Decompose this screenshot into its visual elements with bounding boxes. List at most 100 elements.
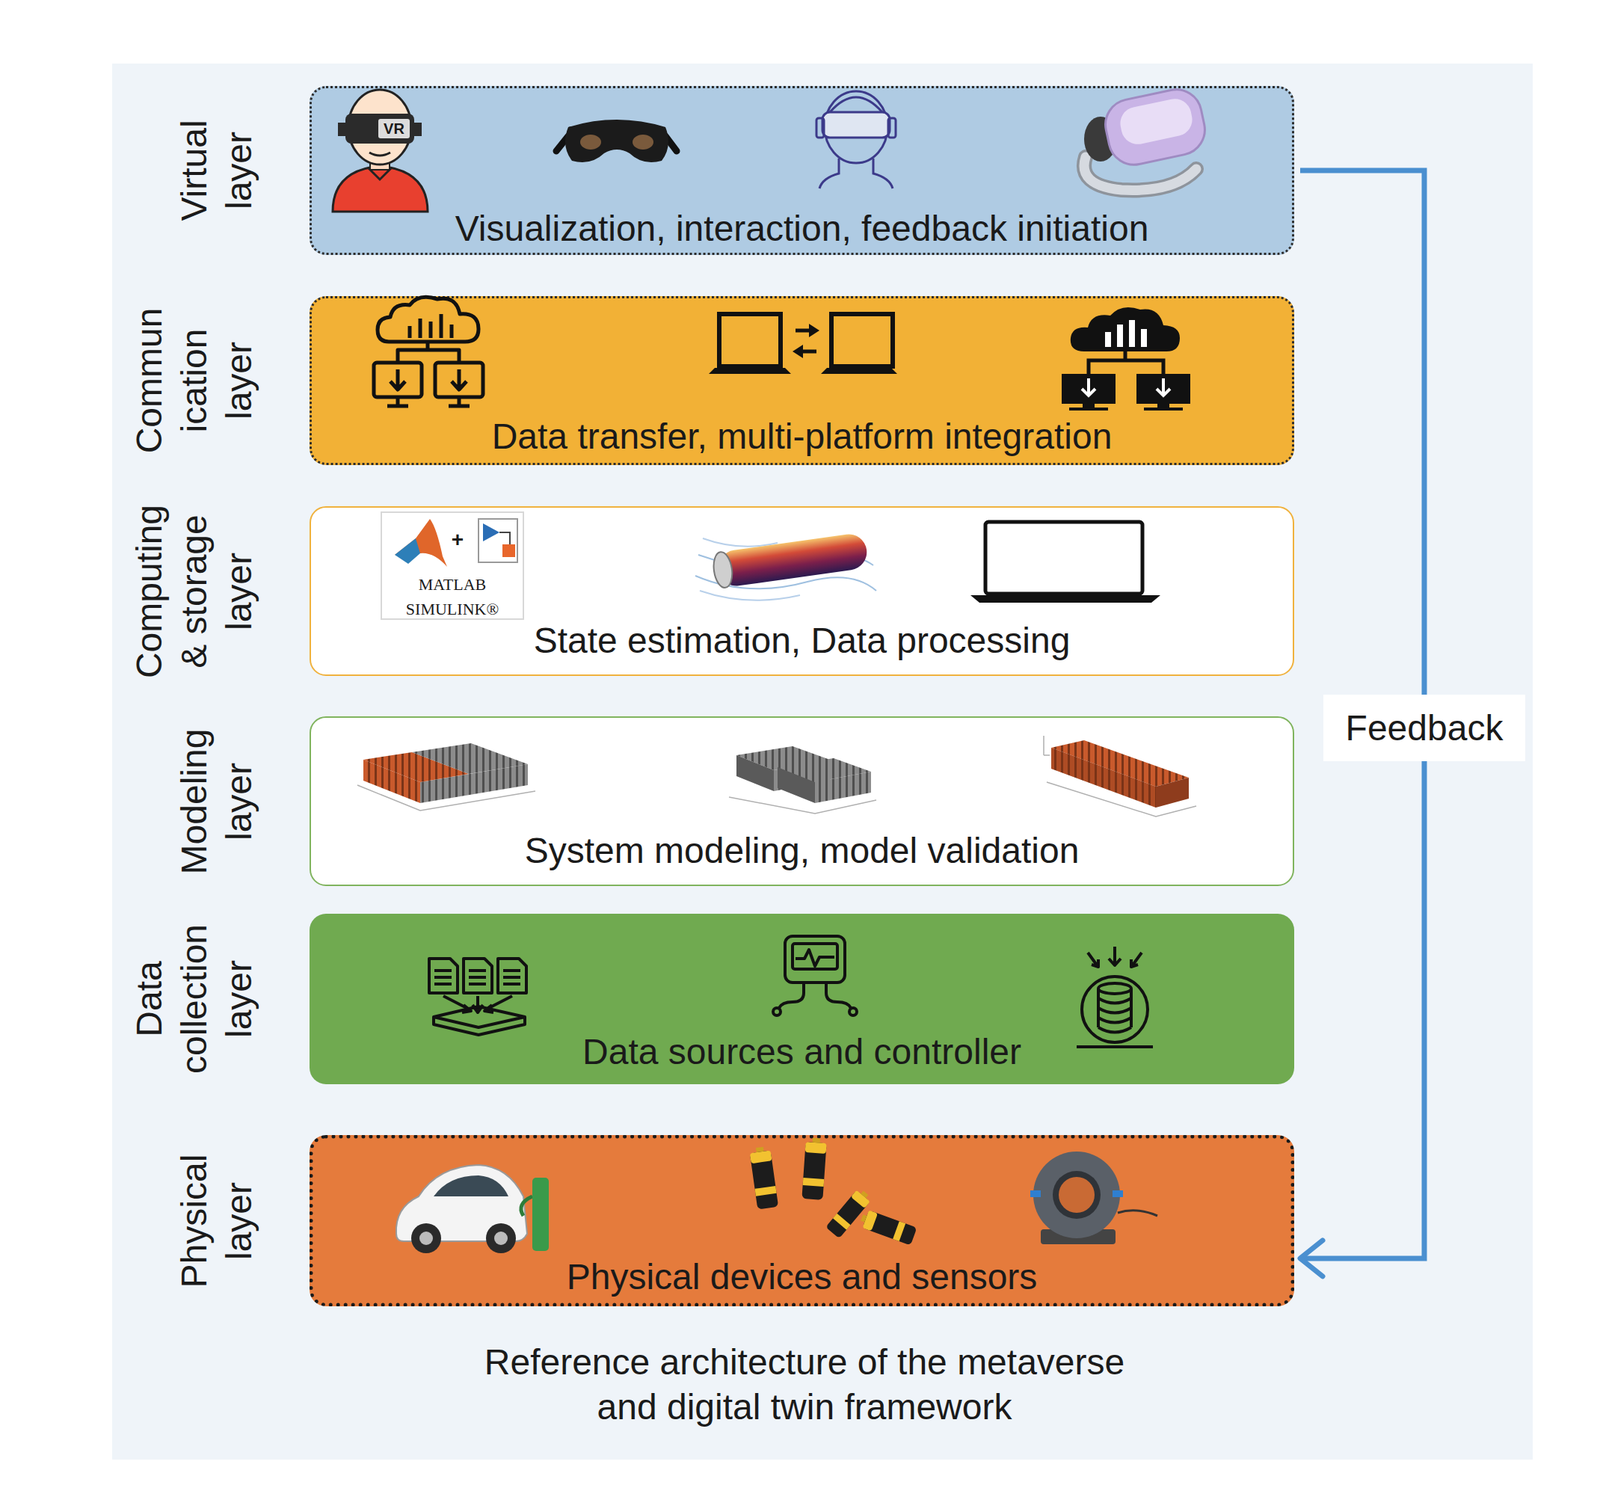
battery-cells-icon [858, 1208, 917, 1246]
battery-pack-model-plot [736, 755, 774, 792]
headset-head-outline-icon [819, 158, 893, 189]
current-sensor-icon [1030, 1151, 1158, 1245]
vr-goggles-icon [565, 119, 669, 163]
oculus-headset-icon [1117, 95, 1195, 148]
battery-thermal-model [711, 551, 735, 590]
layer-description: Physical devices and sensors [566, 1256, 1038, 1298]
laptop-exchange-icon [708, 314, 898, 374]
oculus-headset-icon [1084, 157, 1197, 190]
vr-person-icon [332, 165, 428, 212]
battery-cells-icon [892, 1220, 906, 1242]
cloud-monitors-icon [377, 296, 479, 342]
database-icon [1076, 946, 1153, 1047]
vr-person-icon [345, 113, 415, 144]
laptop-exchange-icon [708, 367, 792, 374]
logo-text: SIMULINK® [405, 600, 499, 619]
layer-band: Data collection layerData sources and co… [309, 913, 1295, 1085]
laptop-exchange-icon [795, 328, 811, 333]
vr-person-icon [337, 122, 347, 137]
battery-cells-icon [801, 1137, 827, 1200]
battery-pack-model-plot [363, 752, 469, 783]
current-sensor-icon [1052, 1170, 1101, 1219]
logo-text: + [451, 528, 464, 552]
battery-thermal-model [716, 531, 870, 588]
controller-monitor-icon [795, 949, 835, 966]
battery-cells-icon [862, 1209, 918, 1245]
battery-thermal-model [711, 531, 870, 589]
battery-pack-model-plot [363, 759, 421, 803]
vr-person-icon [332, 89, 428, 212]
battery-thermal-model [695, 575, 877, 591]
battery-pack-model-plot [357, 785, 536, 811]
battery-cells-icon [805, 1141, 827, 1154]
vr-goggles-icon [580, 134, 602, 150]
controller-monitor-icon [849, 1007, 857, 1016]
laptop-outline-icon [970, 521, 1161, 603]
layer-description: System modeling, model validation [524, 829, 1080, 872]
matlab-simulink-logo [499, 532, 510, 545]
laptop-exchange-icon [719, 314, 781, 367]
battery-thermal-model [699, 590, 800, 601]
laptop-outline-icon [970, 595, 1161, 603]
vr-goggles-icon [556, 119, 677, 163]
cloud-monitors-icon [373, 362, 422, 398]
matlab-simulink-logo [381, 512, 524, 620]
electric-car-charging-icon [521, 1196, 533, 1216]
cloud-network-icon [1081, 378, 1171, 396]
headset-head-outline-icon [888, 118, 896, 138]
matlab-simulink-logo [394, 518, 448, 567]
database-icon [1098, 998, 1132, 1033]
cloud-network-icon [1070, 307, 1180, 352]
layer-name: Virtual layer [171, 79, 262, 262]
controller-monitor-icon [792, 943, 838, 969]
layer-name: Data collection layer [127, 907, 262, 1091]
layer-band: Physical layerPhysical devices and senso… [309, 1134, 1295, 1307]
battery-cells-icon [860, 1214, 868, 1223]
oculus-headset-icon [1084, 84, 1210, 190]
matlab-simulink-logo [381, 512, 524, 620]
cloud-monitors-icon [373, 296, 483, 406]
cloud-monitors-icon [387, 397, 470, 406]
cloud-monitors-icon [409, 314, 452, 338]
electric-car-charging-icon [396, 1164, 549, 1254]
layer-band: Commun ication layerData transfer, multi… [309, 296, 1295, 466]
electric-car-charging-icon [485, 1223, 516, 1254]
laptop-outline-icon [985, 521, 1143, 594]
cloud-monitors-icon [390, 369, 467, 390]
battery-pack-model-plot [721, 730, 880, 817]
layer-description: State estimation, Data processing [533, 619, 1071, 661]
headset-head-outline-icon [816, 91, 896, 189]
database-icon [1098, 983, 1132, 994]
battery-thermal-model [695, 531, 877, 600]
vr-person-icon [378, 118, 410, 139]
laptop-exchange-icon [831, 314, 893, 367]
current-sensor-icon [1033, 1151, 1120, 1239]
electric-car-charging-icon [411, 1223, 442, 1254]
logo-text: MATLAB [418, 575, 486, 594]
controller-monitor-icon [773, 936, 857, 1016]
battery-cells-icon [812, 1137, 821, 1144]
current-sensor-icon [1117, 1210, 1158, 1216]
battery-cells-icon [801, 1141, 827, 1200]
battery-cells-icon [860, 1191, 869, 1199]
headset-head-outline-icon [822, 112, 890, 138]
cloud-network-icon [1117, 324, 1123, 347]
cloud-network-icon [1082, 403, 1095, 409]
battery-pack-model-plot [1043, 735, 1050, 756]
battery-pack-model-plot [346, 732, 545, 823]
battery-pack-model-plot [777, 758, 872, 783]
oculus-headset-icon [1084, 157, 1197, 190]
electric-car-charging-icon [396, 1164, 528, 1242]
cloud-monitors-icon [397, 341, 460, 363]
cloud-network-icon [1136, 373, 1191, 404]
vr-person-icon [370, 153, 390, 170]
arrow-head [1300, 1240, 1323, 1277]
cloud-network-icon [1105, 331, 1112, 347]
battery-pack-model-plot [728, 797, 877, 814]
layer-name: Commun ication layer [127, 289, 262, 472]
headset-head-outline-icon [824, 91, 888, 163]
controller-monitor-icon [785, 936, 845, 983]
oculus-headset-icon [1084, 116, 1118, 162]
battery-cells-icon [850, 1190, 871, 1209]
